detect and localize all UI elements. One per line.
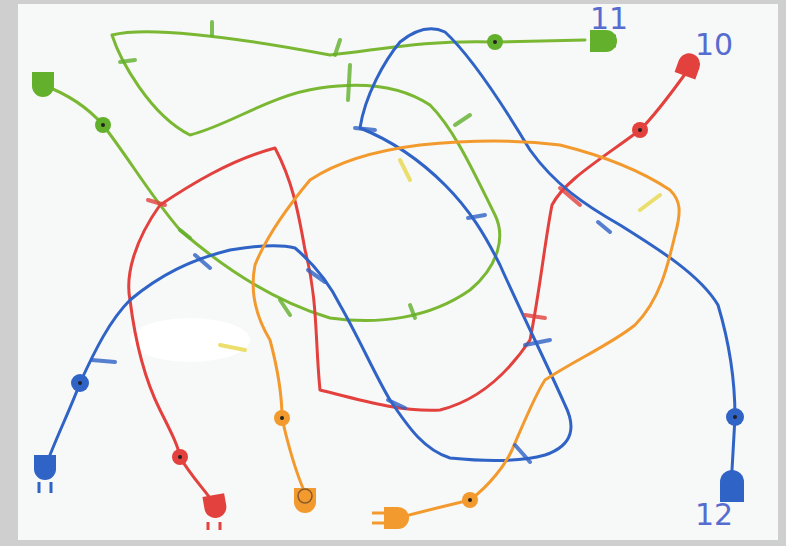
orange-wire — [253, 141, 679, 518]
red-wire — [129, 70, 688, 505]
callout-number: 11 — [590, 4, 628, 34]
crossing-marks — [92, 22, 660, 462]
glare — [130, 318, 250, 362]
plugs — [32, 30, 744, 530]
wire-dots — [71, 34, 744, 508]
board-surface — [18, 4, 778, 540]
callout-number: 12 — [695, 500, 733, 530]
callout-number: 10 — [695, 30, 733, 60]
blue-wire — [45, 29, 735, 470]
